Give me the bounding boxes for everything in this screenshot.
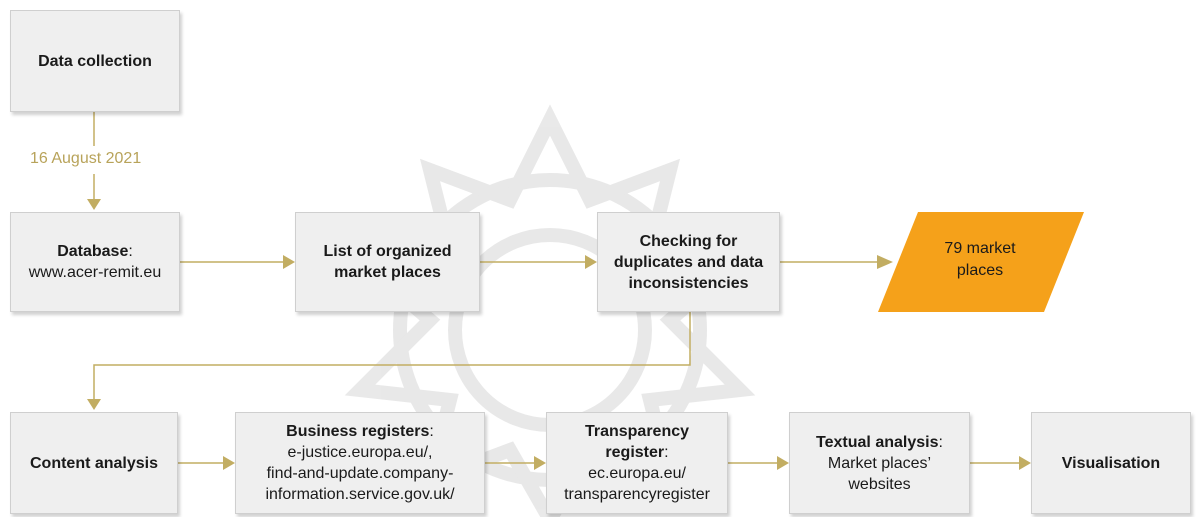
node-textual-analysis-heading: Textual analysis: bbox=[816, 432, 943, 453]
node-business-registers: Business registers: e-justice.europa.eu/… bbox=[235, 412, 485, 514]
edge-label-collection-date: 16 August 2021 bbox=[30, 150, 142, 167]
node-data-collection: Data collection bbox=[10, 10, 180, 112]
arrowhead-result bbox=[877, 255, 893, 269]
node-transparency-line2: transparencyregister bbox=[564, 486, 710, 503]
arrowheads bbox=[87, 199, 1031, 470]
node-result-label: 79 market places bbox=[910, 238, 1050, 282]
node-business-registers-colon: : bbox=[429, 423, 434, 440]
node-transparency-register: Transparency register: ec.europa.eu/ tra… bbox=[546, 412, 728, 514]
node-result-line1: 79 market bbox=[944, 240, 1016, 257]
node-visualisation: Visualisation bbox=[1031, 412, 1191, 514]
node-textual-analysis-line2: websites bbox=[848, 475, 911, 493]
node-textual-analysis: Textual analysis: Market places’ website… bbox=[789, 412, 970, 514]
node-database: Database: www.acer-remit.eu bbox=[10, 212, 180, 312]
node-list-market-places-title: List of organized market places bbox=[323, 243, 452, 281]
arrowhead-business bbox=[223, 456, 235, 470]
node-checking: Checking for duplicates and data inconsi… bbox=[597, 212, 780, 312]
arrowhead-visualisation bbox=[1019, 456, 1031, 470]
node-database-title: Database bbox=[57, 243, 129, 260]
node-database-colon: : bbox=[128, 243, 133, 260]
connector-checking-content bbox=[93, 312, 691, 400]
node-textual-analysis-title: Textual analysis bbox=[816, 433, 939, 451]
node-transparency-title-line2: register bbox=[605, 444, 665, 461]
node-transparency-line1: ec.europa.eu/ bbox=[588, 465, 686, 482]
node-checking-title: Checking for duplicates and data inconsi… bbox=[613, 232, 764, 292]
node-business-registers-line1: e-justice.europa.eu/, bbox=[287, 444, 433, 461]
node-database-url: www.acer-remit.eu bbox=[28, 264, 162, 281]
arrowhead-database bbox=[87, 199, 101, 210]
node-business-registers-heading: Business registers: bbox=[286, 421, 434, 442]
node-business-registers-line2: find-and-update.company- bbox=[266, 465, 454, 482]
node-list-market-places: List of organized market places bbox=[295, 212, 480, 312]
node-data-collection-title: Data collection bbox=[38, 52, 152, 70]
result-parallelogram bbox=[878, 212, 1084, 312]
node-textual-analysis-colon: : bbox=[938, 433, 943, 451]
arrowhead-content bbox=[87, 399, 101, 410]
node-content-analysis-title: Content analysis bbox=[29, 454, 159, 472]
arrowhead-transparency bbox=[534, 456, 546, 470]
node-database-heading: Database: bbox=[57, 241, 133, 262]
node-business-registers-title: Business registers bbox=[286, 423, 430, 440]
node-transparency-heading-line2: register: bbox=[605, 442, 668, 463]
arrowhead-textual bbox=[777, 456, 789, 470]
node-content-analysis: Content analysis bbox=[10, 412, 178, 514]
node-transparency-title-line1: Transparency bbox=[584, 423, 690, 440]
node-business-registers-line3: information.service.gov.uk/ bbox=[265, 486, 455, 503]
node-result-line2: places bbox=[956, 262, 1004, 279]
arrowhead-checking bbox=[585, 255, 597, 269]
arrowhead-list bbox=[283, 255, 295, 269]
node-transparency-colon: : bbox=[664, 444, 669, 461]
node-visualisation-title: Visualisation bbox=[1061, 454, 1161, 472]
node-textual-analysis-line1: Market places’ bbox=[827, 454, 932, 472]
connectors bbox=[93, 112, 1020, 464]
